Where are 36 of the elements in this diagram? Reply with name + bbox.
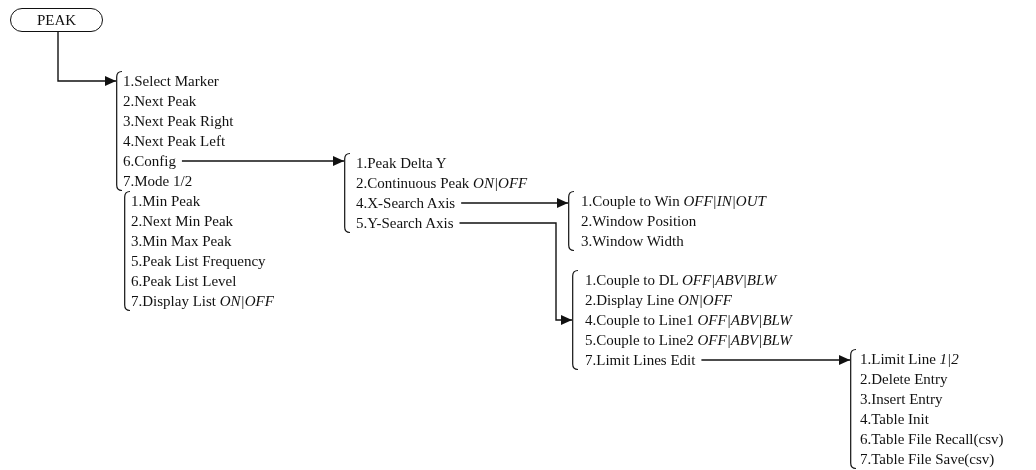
menu-item: 3.Insert Entry [860, 389, 943, 409]
menu-item: 6.Peak List Level [131, 271, 237, 291]
menu-item: 7.Display List ON|OFF [131, 291, 274, 311]
menu-item: 2.Next Peak [123, 91, 197, 111]
menu-item: 4.Next Peak Left [123, 131, 226, 151]
menu-item: 5.Peak List Frequency [131, 251, 266, 271]
menu-item: 1.Limit Line 1|2 [860, 349, 959, 369]
menu-item: 1.Select Marker [123, 71, 219, 91]
menu-item: 6.Table File Recall(csv) [860, 429, 1004, 449]
arrow [700, 355, 851, 365]
menu-item: 3.Min Max Peak [131, 231, 232, 251]
menu-item: 7.Limit Lines Edit [585, 350, 696, 370]
key-label: PEAK [10, 8, 104, 32]
menu-item: 4.Table Init [860, 409, 929, 429]
menu-item: 7.Table File Save(csv) [860, 449, 995, 469]
menu-item: 2.Delete Entry [860, 369, 948, 389]
menu-item: 1.Couple to Win OFF|IN|OUT [581, 191, 766, 211]
menu-item: 1.Peak Delta Y [356, 153, 447, 173]
menu-item: 2.Continuous Peak ON|OFF [356, 173, 528, 193]
arrow [181, 156, 345, 166]
menu-item: 3.Next Peak Right [123, 111, 234, 131]
menu-item: 2.Window Position [581, 211, 697, 231]
menu-item: 4.X-Search Axis [356, 193, 456, 213]
arrow [460, 198, 569, 208]
menu-item: 2.Display Line ON|OFF [585, 290, 733, 310]
menu-item: 3.Window Width [581, 231, 684, 251]
arrow [57, 31, 117, 86]
menu-item: 6.Config [123, 151, 176, 171]
menu-item: 4.Couple to Line1 OFF|ABV|BLW [585, 310, 792, 330]
arrow [458, 222, 573, 325]
menu-item: 5.Couple to Line2 OFF|ABV|BLW [585, 330, 792, 350]
menu-item: 5.Y-Search Axis [356, 213, 454, 233]
menu-item: 2.Next Min Peak [131, 211, 234, 231]
menu-item: 1.Min Peak [131, 191, 201, 211]
menu-item: 7.Mode 1/2 [123, 171, 193, 191]
menu-item: 1.Couple to DL OFF|ABV|BLW [585, 270, 777, 290]
